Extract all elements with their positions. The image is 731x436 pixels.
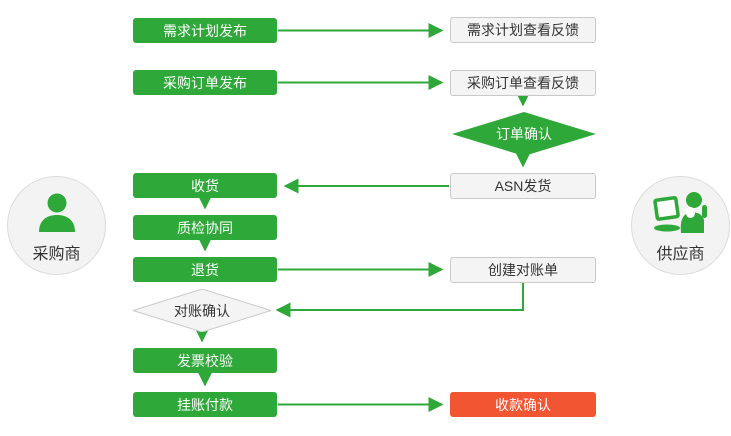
node-demand-plan-publish: 需求计划发布 — [133, 18, 277, 43]
node-po-feedback: 采购订单查看反馈 — [450, 70, 596, 96]
person-icon — [38, 193, 75, 232]
decision-order-confirm-label: 订单确认 — [496, 126, 552, 142]
node-quality-collaboration: 质检协同 — [133, 215, 277, 240]
person-laptop-icon — [652, 192, 707, 233]
node-invoice-check: 发票校验 — [133, 348, 277, 373]
decision-order-confirm: 订单确认 — [452, 112, 596, 156]
diamond-shape — [452, 112, 596, 156]
actor-buyer: 采购商 — [7, 176, 106, 275]
arrow-statement-to-confirm — [275, 283, 524, 318]
node-po-publish: 采购订单发布 — [133, 70, 277, 95]
actor-buyer-label: 采购商 — [32, 246, 81, 263]
node-receipt-confirm: 收款确认 — [450, 392, 596, 417]
actor-supplier-label: 供应商 — [656, 246, 705, 263]
diamond-shape — [133, 289, 271, 332]
node-receive-goods: 收货 — [133, 173, 277, 198]
node-asn-ship: ASN发货 — [450, 173, 596, 199]
node-return-goods: 退货 — [133, 257, 277, 282]
decision-statement-confirm-label: 对账确认 — [174, 302, 230, 319]
node-demand-plan-feedback: 需求计划查看反馈 — [450, 17, 596, 43]
decision-statement-confirm: 对账确认 — [133, 289, 271, 332]
actor-supplier: 供应商 — [631, 176, 730, 275]
node-book-payment: 挂账付款 — [133, 392, 277, 417]
node-create-statement: 创建对账单 — [450, 257, 596, 283]
